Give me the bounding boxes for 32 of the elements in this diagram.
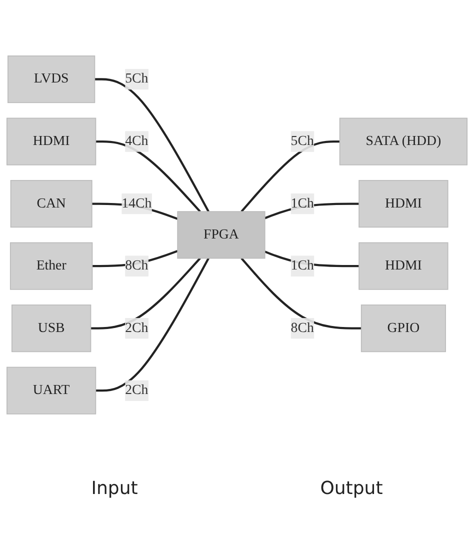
group-label: Input	[91, 478, 138, 499]
node-box: SATA (HDD)	[339, 118, 468, 166]
edge-label: 1Ch	[290, 196, 314, 211]
connector	[94, 78, 210, 212]
connector	[240, 140, 340, 212]
edge-label: 2Ch	[125, 382, 148, 398]
node-box: HDMI	[358, 242, 448, 290]
edge-label: 2Ch	[125, 320, 148, 336]
node-box: LVDS	[8, 56, 96, 104]
node-box: HDMI	[6, 118, 96, 166]
connector	[264, 202, 360, 220]
node-box: GPIO	[360, 304, 446, 352]
edge-label: 4Ch	[125, 134, 148, 149]
group-label: Output	[320, 478, 383, 499]
connector	[264, 250, 360, 268]
edge-label: 14Ch	[122, 196, 152, 211]
connector	[92, 250, 178, 268]
connector	[240, 258, 362, 330]
edge-label: 8Ch	[125, 258, 148, 274]
node-box: USB	[11, 304, 92, 352]
connector	[96, 140, 201, 212]
edge-label: 5Ch	[290, 134, 314, 149]
node-box: FPGA	[177, 211, 266, 259]
edge-label: 5Ch	[125, 72, 148, 86]
node-box: HDMI	[358, 180, 448, 228]
edge-label: 8Ch	[290, 320, 314, 336]
node-box: Ether	[10, 242, 93, 290]
connector	[96, 258, 210, 392]
node-box: UART	[6, 366, 96, 414]
edge-label: 1Ch	[290, 258, 314, 274]
node-box: CAN	[10, 180, 92, 228]
connector	[90, 258, 201, 330]
